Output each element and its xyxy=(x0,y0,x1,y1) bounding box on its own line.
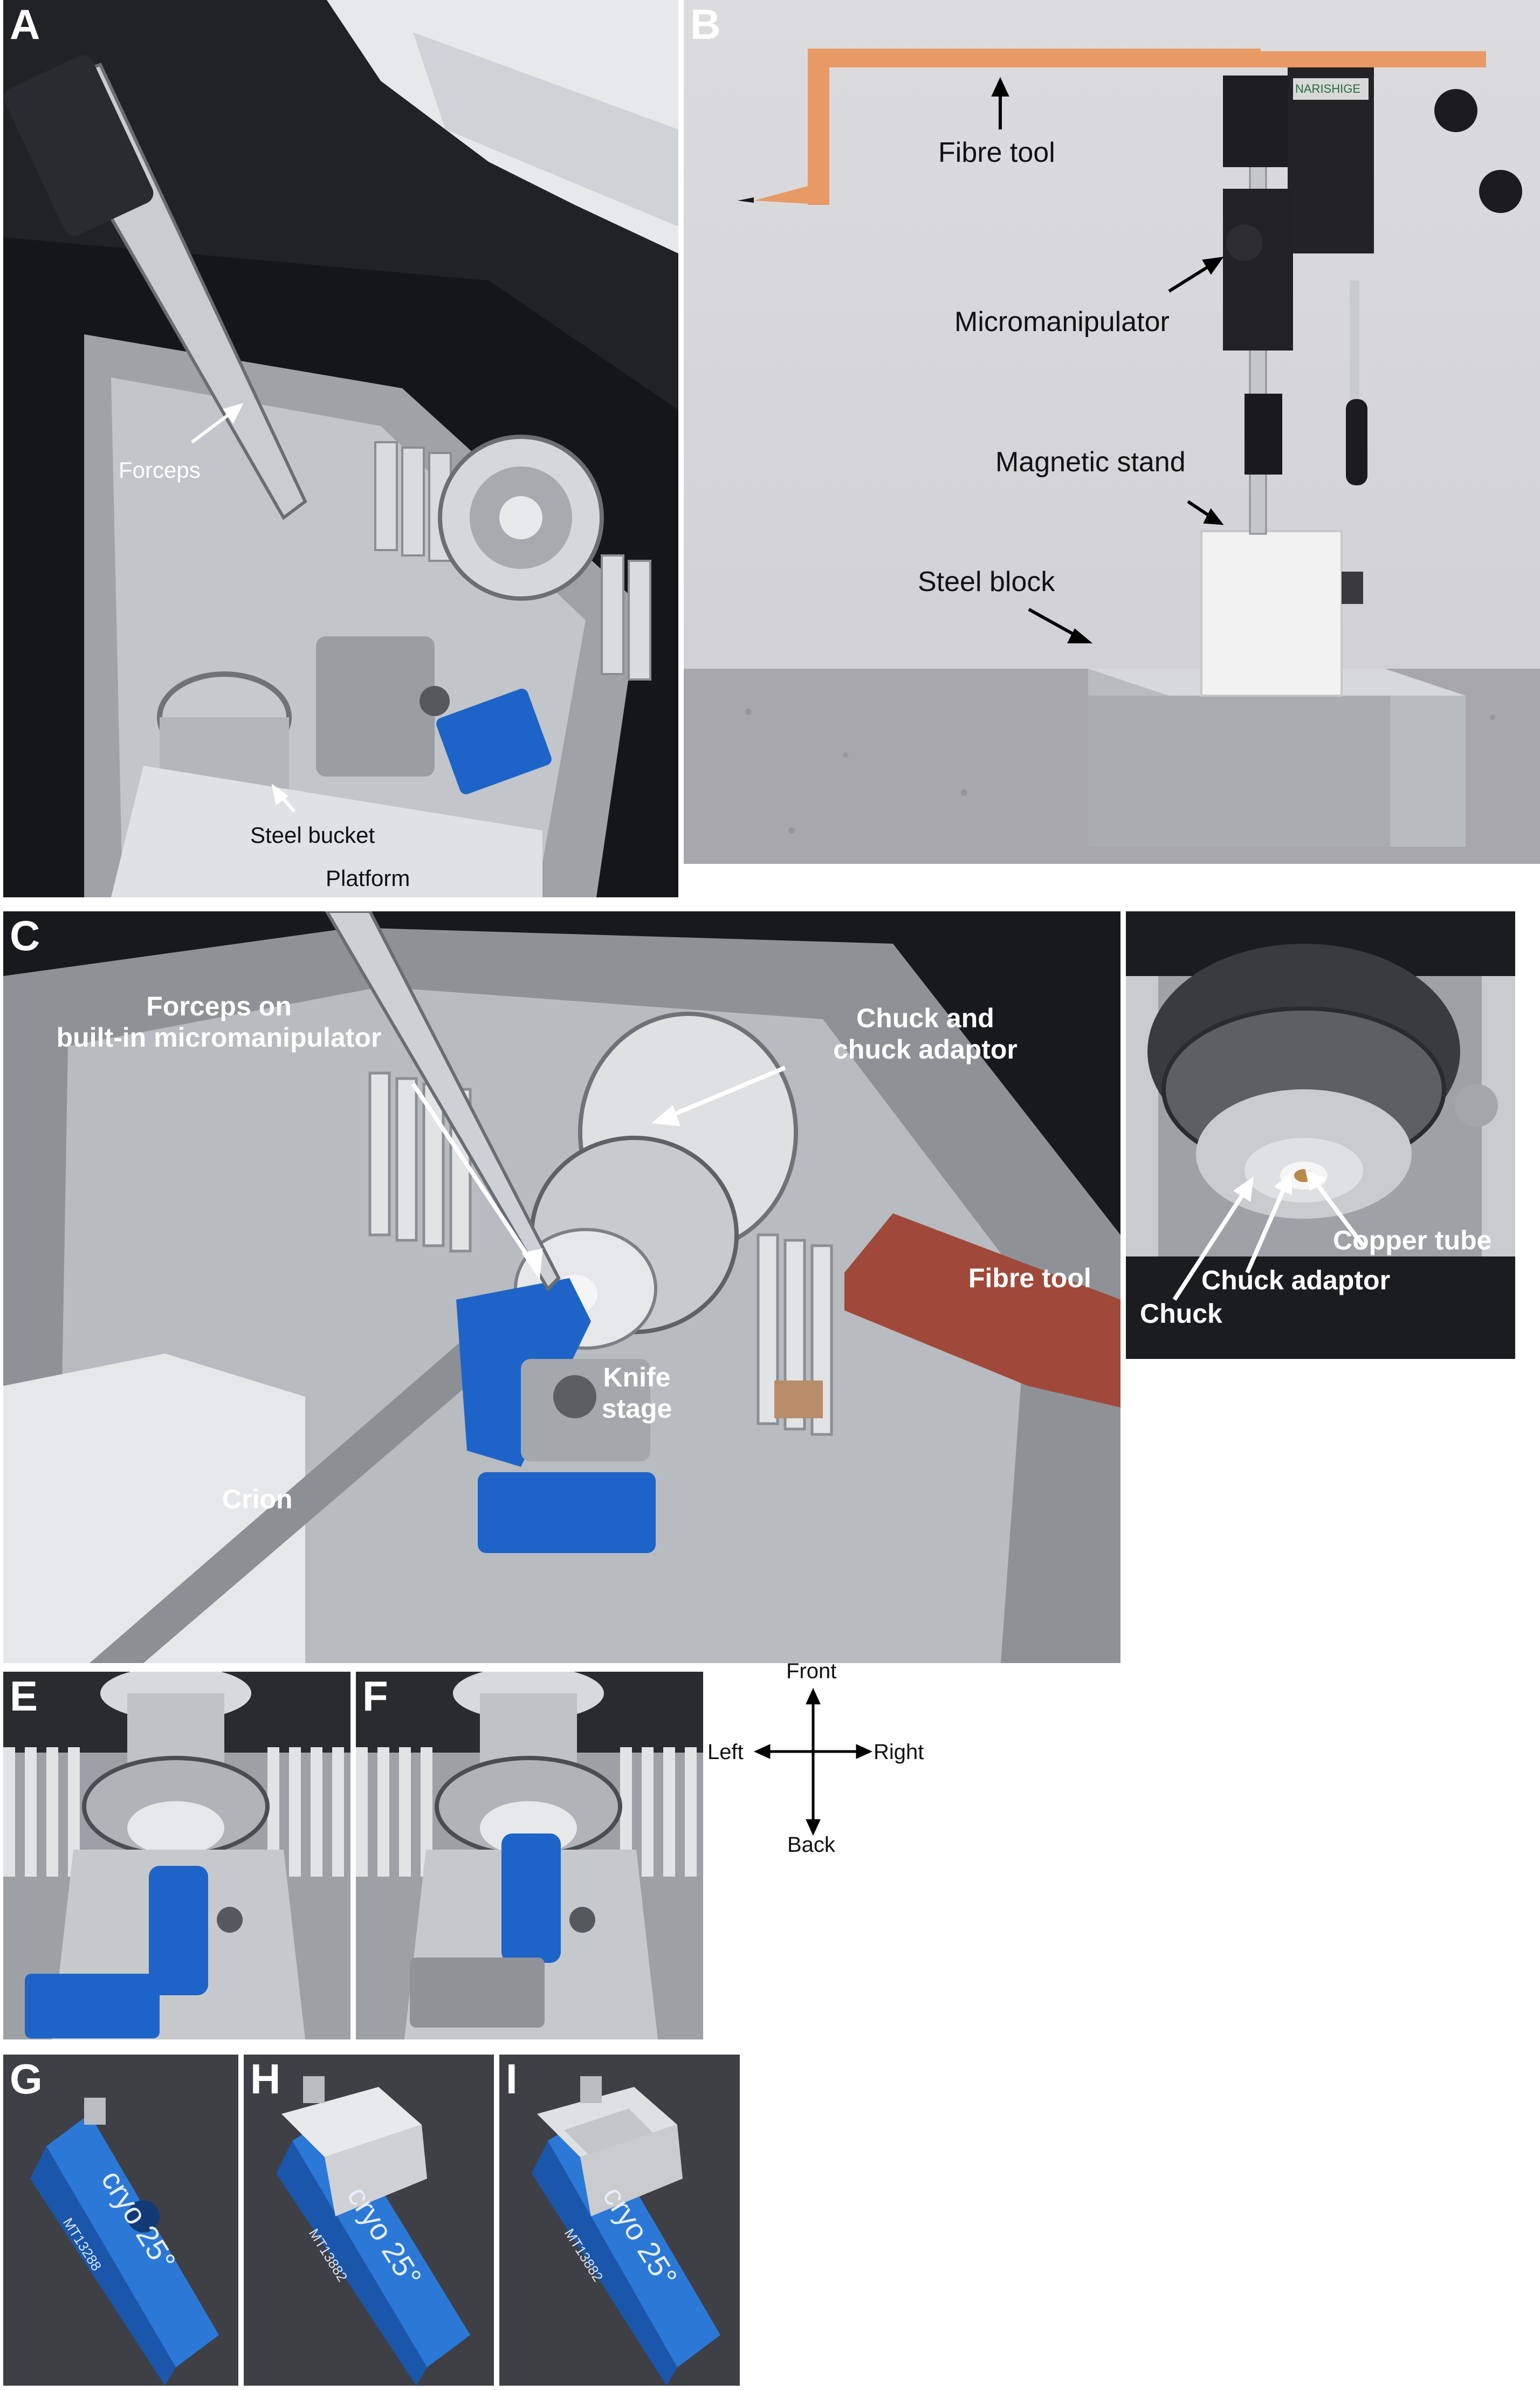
compass-front: Front xyxy=(786,1659,837,1683)
label-chuck-adaptor: Chuck adaptor xyxy=(1201,1265,1391,1295)
panel-a-letter: A xyxy=(10,1,40,48)
brand-plate-text: NARISHIGE xyxy=(1295,82,1360,95)
panel-d: Copper tube Chuck adaptor Chuck xyxy=(1126,911,1515,1359)
label-platform: Platform xyxy=(326,866,410,891)
label-magnetic-stand: Magnetic stand xyxy=(995,447,1186,478)
panel-i-letter: I xyxy=(506,2055,518,2103)
panel-a: A Forceps Steel bucket Platform xyxy=(3,0,678,897)
panel-e-letter: E xyxy=(10,1672,38,1720)
label-copper-tube: Copper tube xyxy=(1333,1225,1492,1255)
panel-f-letter: F xyxy=(362,1672,388,1720)
label-fibre-tool-b: Fibre tool xyxy=(938,137,1055,168)
panel-g: cryo 25° MT13288 G xyxy=(3,2055,238,2386)
label-chuck-line1: Chuck and xyxy=(856,1003,994,1033)
panel-i-photo: cryo 25° MT13882 xyxy=(499,2055,740,2386)
panel-g-letter: G xyxy=(10,2055,43,2103)
label-chuck: Chuck xyxy=(1140,1299,1222,1329)
panel-f-photo xyxy=(356,1672,703,2039)
label-forceps: Forceps xyxy=(119,457,201,483)
panel-b-letter: B xyxy=(690,1,721,48)
panel-c-photo xyxy=(3,911,1120,1663)
orientation-compass: Front Back Left Right xyxy=(707,1659,934,1857)
compass-left: Left xyxy=(707,1740,744,1764)
label-steel-bucket: Steel bucket xyxy=(250,822,375,848)
label-micromanipulator: Micromanipulator xyxy=(954,306,1170,338)
compass-back: Back xyxy=(787,1833,835,1857)
label-chuck-and-adaptor: Chuck and chuck adaptor xyxy=(812,1003,1039,1065)
panel-a-photo xyxy=(3,0,678,897)
compass-right: Right xyxy=(874,1740,924,1764)
compass-arrows xyxy=(753,1687,873,1836)
panel-h-letter: H xyxy=(250,2055,281,2103)
label-knife-line1: Knife xyxy=(603,1362,671,1392)
panel-e: E xyxy=(3,1672,350,2039)
panel-i: cryo 25° MT13882 I xyxy=(499,2055,740,2386)
label-fibre-tool-c: Fibre tool xyxy=(968,1263,1091,1293)
label-crion: Crion xyxy=(222,1484,293,1514)
label-forceps-c-line2: built-in micromanipulator xyxy=(56,1022,382,1053)
label-forceps-c: Forceps on built-in micromanipulator xyxy=(46,991,391,1053)
panel-c: C Forceps on built-in micromanipulator C… xyxy=(3,911,1120,1663)
label-steel-block: Steel block xyxy=(918,566,1055,598)
panel-d-photo xyxy=(1126,911,1515,1359)
panel-h: cryo 25° MT13882 H xyxy=(244,2055,494,2386)
panel-f: F xyxy=(356,1672,703,2039)
panel-g-photo: cryo 25° MT13288 xyxy=(3,2055,238,2386)
label-chuck-line2: chuck adaptor xyxy=(833,1034,1018,1064)
panel-c-letter: C xyxy=(10,912,40,959)
panel-b: NARISHIGE B Fibre tool Micromanipulator … xyxy=(684,0,1540,864)
panel-e-photo xyxy=(3,1672,350,2039)
panel-h-photo: cryo 25° MT13882 xyxy=(244,2055,494,2386)
label-knife-stage: Knife stage xyxy=(591,1362,683,1424)
label-forceps-c-line1: Forceps on xyxy=(146,991,292,1021)
panel-b-photo: NARISHIGE xyxy=(684,0,1540,864)
label-knife-line2: stage xyxy=(601,1393,672,1424)
